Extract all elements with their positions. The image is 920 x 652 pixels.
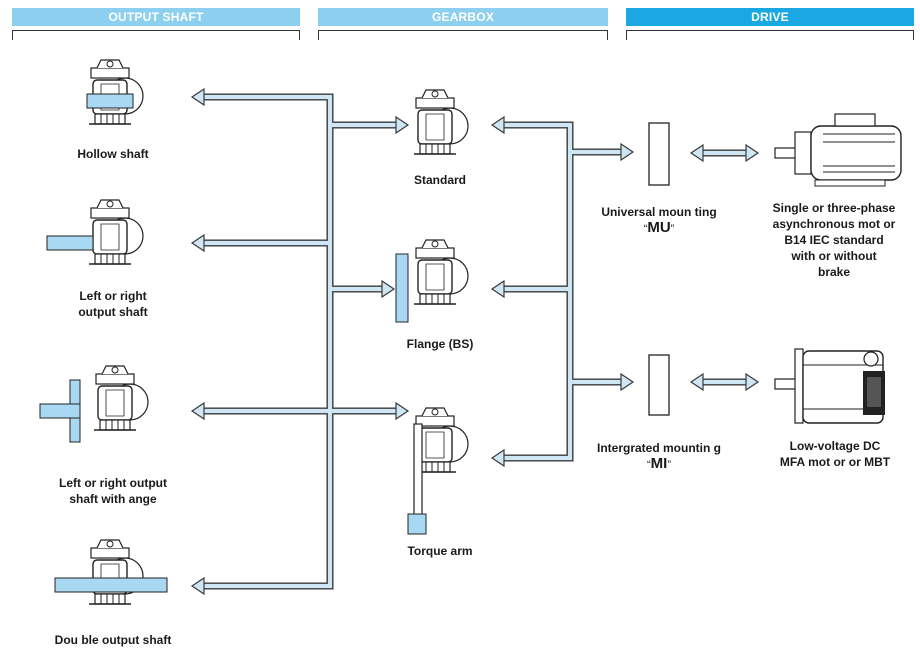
bracket-drive: [626, 30, 914, 40]
label-asynchronous-motor: Single or three-phase asynchronous mot o…: [772, 201, 896, 279]
asynchronous-motor-icon: [774, 113, 902, 187]
output-shaft-with-flange-gearbox-icon: [39, 365, 149, 443]
universal-mounting-box: [648, 122, 670, 186]
label-output-shaft-with-flange: Left or right output shaft with ange: [59, 476, 167, 506]
header-gearbox: GEARBOX: [318, 8, 608, 26]
label-standard: Standard: [413, 173, 466, 187]
single-output-shaft-gearbox-icon: [46, 199, 144, 265]
label-hollow-shaft: Hollow shaft: [77, 147, 149, 161]
label-left-right-output-shaft: Left or right output shaft: [78, 289, 148, 319]
label-integrated-mounting: Intergrated mountin g “MI”: [597, 441, 721, 472]
dc-motor-icon: [774, 348, 885, 424]
bracket-output-shaft: [12, 30, 300, 40]
flange-bs-gearbox-icon: [395, 239, 469, 323]
bracket-gearbox: [318, 30, 608, 40]
torque-arm-gearbox-icon: [407, 407, 469, 535]
standard-gearbox-icon: [413, 89, 469, 155]
header-output-shaft: OUTPUT SHAFT: [12, 8, 300, 26]
label-flange-bs: Flange (BS): [406, 337, 474, 351]
connection-pipes: [190, 87, 760, 596]
integrated-mounting-box: [648, 354, 670, 416]
header-drive: DRIVE: [626, 8, 914, 26]
label-double-output-shaft: Dou ble output shaft: [54, 633, 172, 647]
label-dc-motor: Low-voltage DC MFA mot or or MBT: [779, 439, 891, 469]
hollow-shaft-gearbox-icon: [86, 59, 144, 125]
label-torque-arm: Torque arm: [407, 544, 473, 558]
label-universal-mounting: Universal moun ting “MU”: [601, 205, 717, 236]
double-output-shaft-gearbox-icon: [54, 539, 168, 605]
